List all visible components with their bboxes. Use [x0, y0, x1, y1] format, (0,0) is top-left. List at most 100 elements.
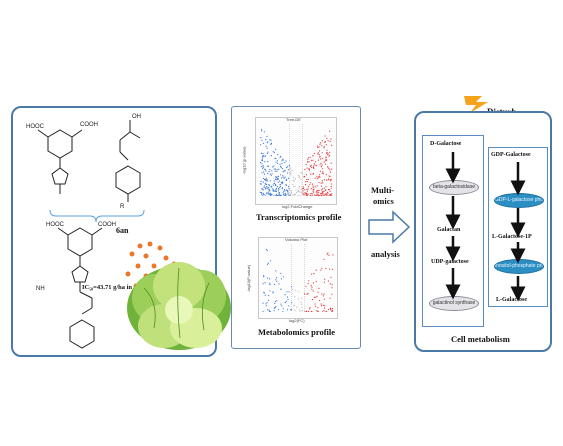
volcano-point: [313, 296, 316, 298]
volcano-point: [268, 309, 270, 311]
volcano-point: [261, 130, 263, 132]
volcano-point: [272, 188, 274, 190]
volcano-point: [266, 180, 268, 182]
volcano-point: [286, 296, 289, 298]
volcano-point: [267, 299, 270, 301]
volcano-point: [329, 140, 331, 142]
volcano-point: [325, 160, 327, 162]
volcano-point: [267, 262, 269, 264]
volcano-point: [305, 163, 307, 166]
volcano-point: [310, 285, 312, 287]
right-arrow-icon: [368, 210, 411, 244]
volcano-point: [282, 181, 284, 183]
volcano-point: [312, 165, 315, 167]
volcano-point: [321, 267, 323, 269]
volcano-point: [324, 193, 326, 195]
volcano-point: [260, 192, 263, 194]
volcano-point: [261, 163, 263, 165]
volcano-point: [323, 310, 325, 312]
volcano-point: [330, 187, 332, 189]
volcano-point: [266, 165, 268, 167]
volcano-point: [330, 276, 332, 278]
volcano-point: [275, 270, 277, 272]
volcano-point: [274, 178, 277, 180]
volcano-point: [329, 176, 331, 178]
volcano-point: [308, 280, 310, 282]
volcano-point: [320, 269, 322, 271]
volcano-point: [301, 189, 303, 191]
volcano-point: [314, 161, 316, 163]
volcano-point: [266, 302, 268, 304]
volcano-point: [270, 143, 272, 146]
volcano-point: [280, 272, 282, 274]
volcano-point: [272, 189, 275, 191]
volcano-point: [327, 308, 329, 311]
volcano-point: [285, 167, 288, 169]
volcano-point: [274, 183, 276, 185]
volcano-point: [290, 190, 293, 192]
volcano-point: [325, 194, 327, 196]
volcano-point: [309, 165, 312, 167]
volcano-point: [273, 310, 275, 312]
volcano-point: [294, 304, 296, 306]
volcano-point: [277, 181, 279, 183]
volcano-point: [277, 309, 280, 311]
volcano-point: [301, 182, 303, 184]
volcano-point: [264, 179, 266, 181]
volcano-point: [320, 162, 322, 164]
cell-metabolism-caption: Cell metabolism: [451, 334, 510, 344]
volcano-point: [277, 178, 279, 180]
volcano-point: [282, 176, 284, 178]
volcano-point: [304, 194, 306, 196]
volcano-point: [270, 155, 272, 157]
volcano-point: [326, 253, 328, 255]
volcano-point: [329, 194, 331, 196]
volcano-point: [265, 170, 267, 172]
volcano-point: [313, 194, 315, 196]
volcano-point: [305, 174, 308, 176]
volcano-point: [326, 137, 328, 139]
volcano-point: [274, 300, 276, 303]
svg-text:COOH: COOH: [98, 222, 116, 228]
volcano-point: [288, 188, 290, 190]
volcano-point: [271, 170, 273, 172]
volcano-point: [287, 172, 289, 174]
volcano-point: [266, 193, 268, 195]
volcano-point: [274, 158, 276, 160]
volcano-point: [290, 174, 292, 176]
volcano-point: [269, 290, 271, 292]
volcano-point: [276, 186, 278, 188]
volcano-point: [283, 190, 285, 192]
volcano-point: [324, 141, 326, 143]
volcano-point: [275, 184, 277, 186]
volcano-point: [331, 193, 333, 195]
volcano-point: [266, 249, 268, 252]
volcano-point: [288, 165, 290, 167]
volcano-point: [293, 176, 295, 179]
volcano-point: [260, 180, 262, 182]
volcano-point: [298, 175, 300, 177]
volcano-point: [329, 151, 331, 153]
volcano-point: [268, 192, 270, 194]
volcano-point: [317, 310, 319, 312]
volcano-point: [316, 295, 318, 297]
volcano-point: [305, 285, 307, 287]
volcano-point: [315, 192, 317, 194]
volcano-point: [307, 188, 309, 190]
volcano-point: [276, 194, 278, 196]
volcano-point: [326, 179, 328, 181]
volcano-point: [315, 194, 317, 196]
volcano-point: [328, 167, 330, 169]
volcano-point: [290, 195, 292, 196]
volcano-point: [289, 169, 291, 171]
volcano-point: [323, 146, 325, 148]
volcano-point: [331, 308, 334, 310]
volcano-point: [300, 171, 302, 174]
volcano-point: [321, 145, 323, 147]
volcano-point: [267, 309, 269, 311]
volcano-point: [273, 195, 275, 196]
volcano-point: [284, 192, 286, 194]
volcano-point: [279, 156, 281, 158]
volcano-point: [282, 193, 285, 195]
multi-omics-label-2: omics: [373, 196, 394, 206]
